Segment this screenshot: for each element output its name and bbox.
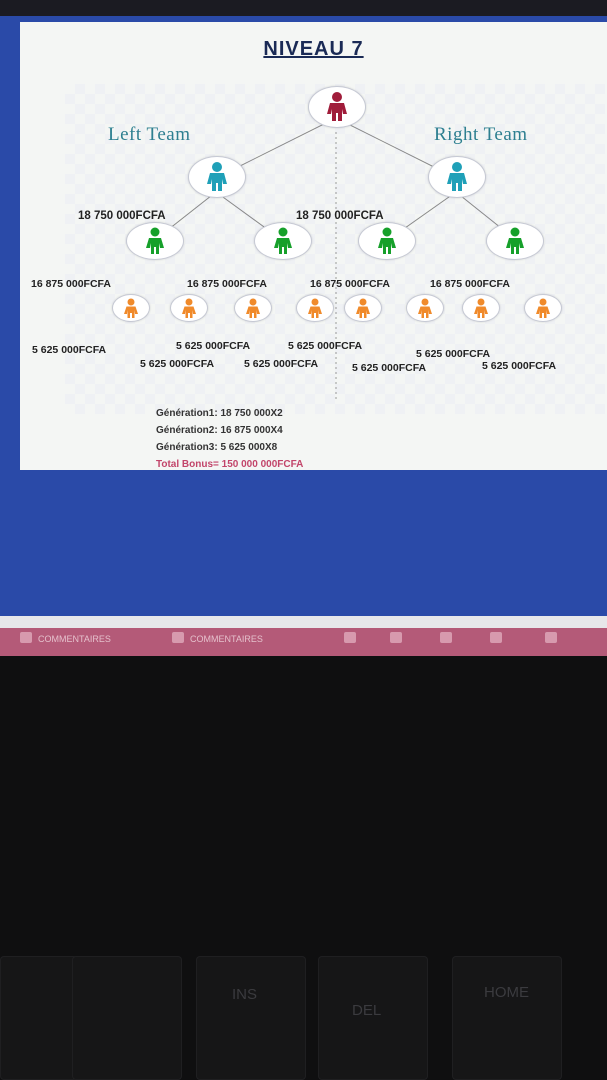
slideshow-icon[interactable] — [490, 632, 502, 643]
del-key-label: DEL — [352, 1002, 382, 1019]
level2-person-icon — [126, 222, 184, 260]
screen: NIVEAU 7 Left Team Right Team 18 750 000… — [0, 16, 607, 616]
ins-key — [196, 956, 306, 1080]
level3-amount: 5 625 000FCFA — [32, 344, 107, 356]
level3-amount: 5 625 000FCFA — [482, 360, 557, 372]
level3-person-icon — [234, 294, 272, 322]
left-team-person-icon — [188, 156, 246, 198]
home-key-label: HOME — [484, 984, 529, 1001]
level3-amount: 5 625 000FCFA — [244, 358, 319, 370]
level2-amount: 16 875 000FCFA — [310, 278, 390, 290]
level2-amount: 16 875 000FCFA — [187, 278, 267, 290]
level3-amount: 5 625 000FCFA — [288, 340, 363, 352]
level3-person-icon — [112, 294, 150, 322]
level3-amount: 5 625 000FCFA — [140, 358, 215, 370]
level2-person-icon — [254, 222, 312, 260]
ins-key-label: INS — [232, 986, 258, 1003]
taskbar-item-comments[interactable]: COMMENTAIRES — [38, 634, 111, 644]
zoom-icon[interactable] — [545, 632, 557, 643]
level3-person-icon — [524, 294, 562, 322]
left-team-label: Left Team — [108, 124, 191, 145]
total-bonus-text: Total Bonus= 150 000 000FCFA — [156, 459, 304, 470]
level2-person-icon — [486, 222, 544, 260]
level1-left-amount: 18 750 000FCFA — [78, 210, 166, 222]
comment-icon[interactable] — [20, 632, 32, 643]
level3-amount: 5 625 000FCFA — [416, 348, 491, 360]
level3-person-icon — [296, 294, 334, 322]
slide-sorter-icon[interactable] — [390, 632, 402, 643]
right-team-label: Right Team — [434, 124, 528, 145]
keyboard-key — [72, 956, 182, 1080]
level1-right-amount: 18 750 000FCFA — [296, 210, 384, 222]
generation2-text: Génération2: 16 875 000X4 — [156, 425, 283, 436]
taskbar-item-comments-2[interactable]: COMMENTAIRES — [190, 634, 263, 644]
root-person-icon — [308, 86, 366, 128]
presentation-slide: NIVEAU 7 Left Team Right Team 18 750 000… — [20, 22, 607, 470]
level3-person-icon — [344, 294, 382, 322]
taskbar-top-strip — [0, 616, 607, 628]
home-key — [452, 956, 562, 1080]
reading-view-icon[interactable] — [440, 632, 452, 643]
level3-amount: 5 625 000FCFA — [176, 340, 251, 352]
comment-icon[interactable] — [172, 632, 184, 643]
del-key — [318, 956, 428, 1080]
level3-person-icon — [170, 294, 208, 322]
level2-amount: 16 875 000FCFA — [430, 278, 510, 290]
normal-view-icon[interactable] — [344, 632, 356, 643]
level2-amount: 16 875 000FCFA — [31, 278, 111, 290]
taskbar: COMMENTAIRES COMMENTAIRES — [0, 616, 607, 656]
right-team-person-icon — [428, 156, 486, 198]
level2-person-icon — [358, 222, 416, 260]
level3-amount: 5 625 000FCFA — [352, 362, 427, 374]
level3-person-icon — [406, 294, 444, 322]
generation3-text: Génération3: 5 625 000X8 — [156, 442, 278, 453]
generation1-text: Génération1: 18 750 000X2 — [156, 408, 283, 419]
laptop-keyboard: INS DEL HOME — [0, 656, 607, 1080]
slide-title: NIVEAU 7 — [263, 38, 364, 60]
level3-person-icon — [462, 294, 500, 322]
